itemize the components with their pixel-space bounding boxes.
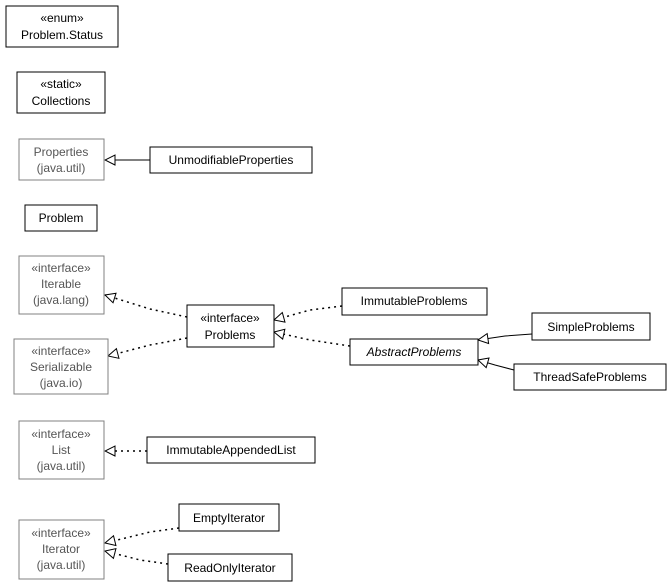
edge-immutableproblems-implements-problems [274, 305, 343, 320]
class-immutable-problems[interactable]: ImmutableProblems [341, 287, 488, 316]
edge-problems-extends-serializable [108, 337, 188, 356]
class-immutable-appended-list[interactable]: ImmutableAppendedList [146, 436, 316, 464]
class-name: ThreadSafeProblems [533, 370, 646, 384]
interface-list[interactable]: «interface» List (java.util) [18, 420, 105, 480]
edge-problems-extends-iterable [105, 295, 188, 318]
class-thread-safe-problems[interactable]: ThreadSafeProblems [513, 363, 667, 391]
class-name: AbstractProblems [366, 345, 462, 359]
class-stereotype: «interface» [31, 526, 91, 540]
class-name: Serializable [30, 360, 92, 374]
class-stereotype: «interface» [31, 261, 91, 275]
class-name: ImmutableProblems [361, 294, 468, 308]
edge-threadsafeproblems-extends-abstractproblems [478, 360, 515, 371]
class-simple-problems[interactable]: SimpleProblems [531, 312, 651, 341]
class-package: (java.util) [37, 459, 86, 473]
class-package: (java.util) [37, 558, 86, 572]
edge-simpleproblems-extends-abstractproblems [478, 334, 533, 340]
class-name: Iterator [42, 542, 80, 556]
edges [105, 160, 533, 565]
class-package: (java.util) [37, 161, 86, 175]
class-package: (java.lang) [33, 293, 89, 307]
class-stereotype: «interface» [31, 427, 91, 441]
class-abstract-problems[interactable]: AbstractProblems [349, 338, 479, 366]
class-name: ImmutableAppendedList [166, 443, 296, 457]
edge-readonlyiterator-implements-iterator [105, 551, 169, 565]
interface-iterable[interactable]: «interface» Iterable (java.lang) [18, 255, 105, 315]
class-read-only-iterator[interactable]: ReadOnlyIterator [167, 553, 293, 582]
class-problem[interactable]: Problem [24, 204, 98, 232]
edge-abstractproblems-implements-problems [274, 332, 351, 347]
class-empty-iterator[interactable]: EmptyIterator [178, 503, 280, 532]
class-name: Problem [39, 211, 84, 225]
class-stereotype: «static» [40, 77, 82, 91]
class-name: Properties [34, 145, 89, 159]
class-name: Problems [205, 328, 256, 342]
class-name: List [52, 443, 71, 457]
edge-emptyiterator-implements-iterator [105, 527, 180, 543]
interface-serializable[interactable]: «interface» Serializable (java.io) [13, 338, 109, 395]
class-name: Problem.Status [21, 28, 103, 42]
class-name: ReadOnlyIterator [184, 561, 275, 575]
interface-problems[interactable]: «interface» Problems [186, 304, 275, 348]
class-collections[interactable]: «static» Collections [16, 71, 106, 114]
class-properties[interactable]: Properties (java.util) [18, 138, 105, 181]
class-stereotype: «interface» [31, 344, 91, 358]
interface-iterator[interactable]: «interface» Iterator (java.util) [18, 519, 105, 580]
class-unmodifiable-properties[interactable]: UnmodifiableProperties [149, 146, 313, 174]
class-name: UnmodifiableProperties [169, 153, 294, 167]
class-stereotype: «interface» [200, 311, 260, 325]
class-name: SimpleProblems [547, 320, 634, 334]
class-name: Collections [32, 94, 91, 108]
class-problem-status[interactable]: «enum» Problem.Status [5, 5, 119, 48]
class-package: (java.io) [40, 376, 83, 390]
class-name: Iterable [41, 277, 81, 291]
class-stereotype: «enum» [40, 11, 84, 25]
class-name: EmptyIterator [193, 511, 265, 525]
